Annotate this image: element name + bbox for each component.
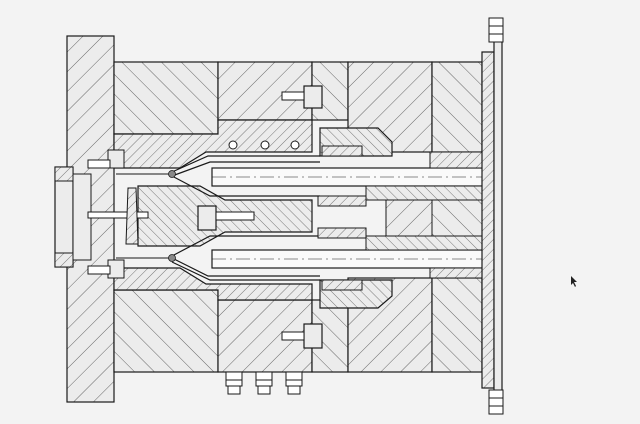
mouse-cursor-icon	[571, 276, 577, 287]
bushing-middle	[317, 195, 367, 239]
fixed-mold-plates	[113, 61, 483, 373]
locating-ring	[54, 166, 92, 268]
cap-screw-upper	[281, 85, 323, 109]
tie-rod-lower-end	[488, 389, 504, 415]
guide-pins-left	[87, 149, 125, 279]
ejector-plate	[481, 29, 503, 411]
cavity-insert	[113, 119, 320, 301]
cooling-fitting	[225, 371, 243, 395]
bushing-upper	[319, 127, 393, 157]
bushing-lower	[319, 279, 393, 309]
cooling-fittings	[225, 371, 303, 395]
cap-screw-middle	[197, 205, 255, 231]
tie-rod-upper-end	[488, 17, 504, 43]
cap-screw-lower	[281, 323, 323, 349]
cooling-fitting	[255, 371, 273, 395]
cooling-fitting	[285, 371, 303, 395]
cooling-channels	[228, 140, 300, 150]
sprue-and-runner	[87, 170, 176, 262]
core-pins	[211, 151, 501, 279]
